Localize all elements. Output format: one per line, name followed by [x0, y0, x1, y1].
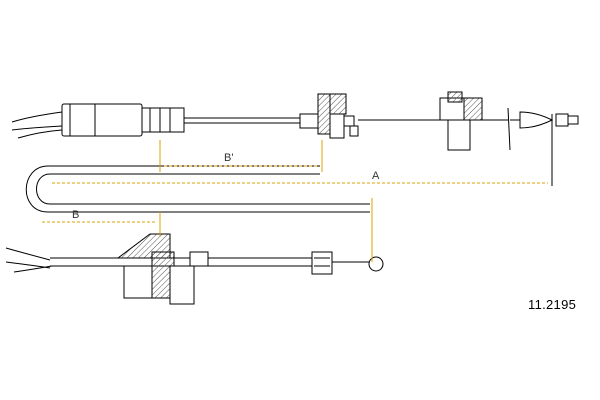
lower-bracket	[116, 233, 209, 305]
lower-cable-left-end	[5, 247, 53, 273]
dimension-label-b-prime: B'	[224, 152, 233, 164]
upper-bracket	[317, 93, 440, 139]
dimension-label-a: A	[372, 170, 380, 182]
upper-ferrule	[141, 107, 185, 133]
upper-right-fitting	[439, 91, 579, 186]
cable-loop	[25, 165, 370, 213]
upper-cable-assembly	[11, 103, 319, 139]
upper-sheath-tube	[61, 103, 143, 137]
upper-cable-left-end	[11, 111, 63, 139]
dimension-label-b: B	[72, 209, 79, 221]
dimension-lines	[42, 140, 548, 262]
part-number-label: 11.2195	[528, 297, 577, 312]
